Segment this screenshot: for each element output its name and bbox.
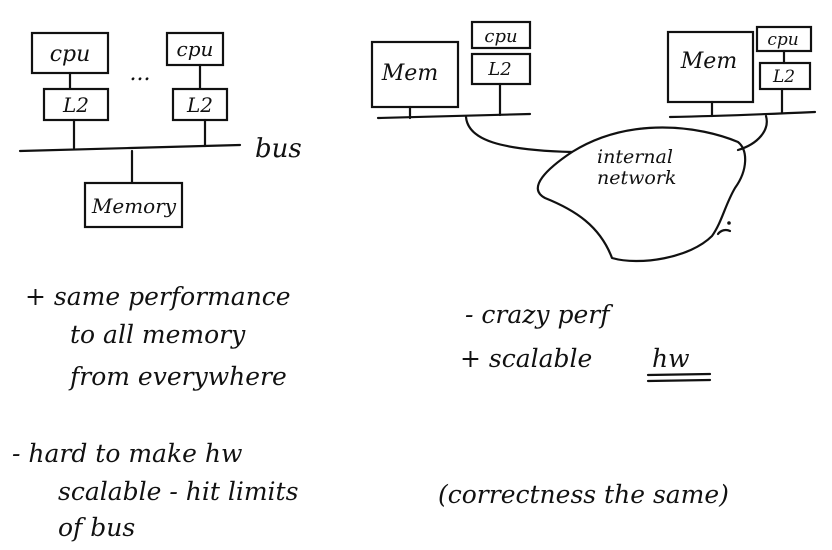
more-cpus-ellipsis: ... [130, 61, 151, 86]
pro-line-1: + same performance [25, 282, 291, 311]
node-bus-left [376, 112, 532, 120]
l2-box-node-left [470, 52, 532, 86]
cpu-label-node-left: cpu [484, 26, 517, 47]
network-label-line1: internal [597, 146, 673, 168]
pro-line-3: from everywhere [68, 362, 287, 391]
l2-box-left [42, 87, 110, 122]
l2-label-node-left: L2 [487, 59, 511, 80]
shared-bus-diagram: cpu cpu ... L2 L2 bus Memory [18, 31, 302, 229]
network-cloud [536, 126, 747, 263]
cpu-box-node-left [470, 20, 532, 50]
network-notes: - crazy perf + scalable hw (correctness … [438, 300, 729, 509]
node-bus-right [668, 110, 817, 119]
mem-label-left: Mem [381, 61, 438, 86]
correctness-line: (correctness the same) [438, 480, 729, 509]
cpu-box-node-right [755, 25, 813, 53]
scalable-line: + scalable [460, 344, 592, 373]
l2-label-node-right: L2 [772, 67, 795, 87]
network-link-right [736, 114, 768, 152]
face-mouth [716, 228, 732, 236]
pro-line-2: to all memory [70, 320, 246, 349]
l2-label-left: L2 [62, 93, 89, 117]
cpu-label-right: cpu [177, 37, 214, 61]
l2-box-right [171, 87, 229, 122]
l2-box-node-right [758, 61, 812, 91]
memory-box [83, 181, 184, 229]
bus-label: bus [255, 134, 302, 164]
network-diagram: Mem cpu L2 Mem cpu L2 internal network [370, 20, 817, 263]
con-line-3: of bus [58, 513, 135, 542]
hw-emphasis: hw [652, 344, 690, 373]
crazy-perf-line: - crazy perf [465, 300, 613, 329]
mem-label-right: Mem [680, 49, 737, 74]
cpu-label-node-right: cpu [767, 30, 798, 50]
cpu-box-right [165, 31, 225, 67]
mem-box-left [370, 40, 460, 109]
memory-label: Memory [91, 194, 177, 218]
cpu-label-left: cpu [50, 42, 91, 67]
bus-line [18, 143, 242, 153]
con-line-2: scalable - hit limits [58, 477, 298, 506]
face-dot [727, 221, 731, 225]
hw-underline-2 [646, 378, 712, 383]
network-label-line2: network [597, 167, 676, 189]
network-link-left [464, 115, 574, 154]
shared-bus-notes: + same performance to all memory from ev… [12, 282, 298, 542]
mem-box-right [666, 30, 755, 104]
l2-label-right: L2 [186, 93, 213, 117]
hw-underline-1 [646, 372, 712, 377]
con-line-1: - hard to make hw [12, 439, 242, 468]
